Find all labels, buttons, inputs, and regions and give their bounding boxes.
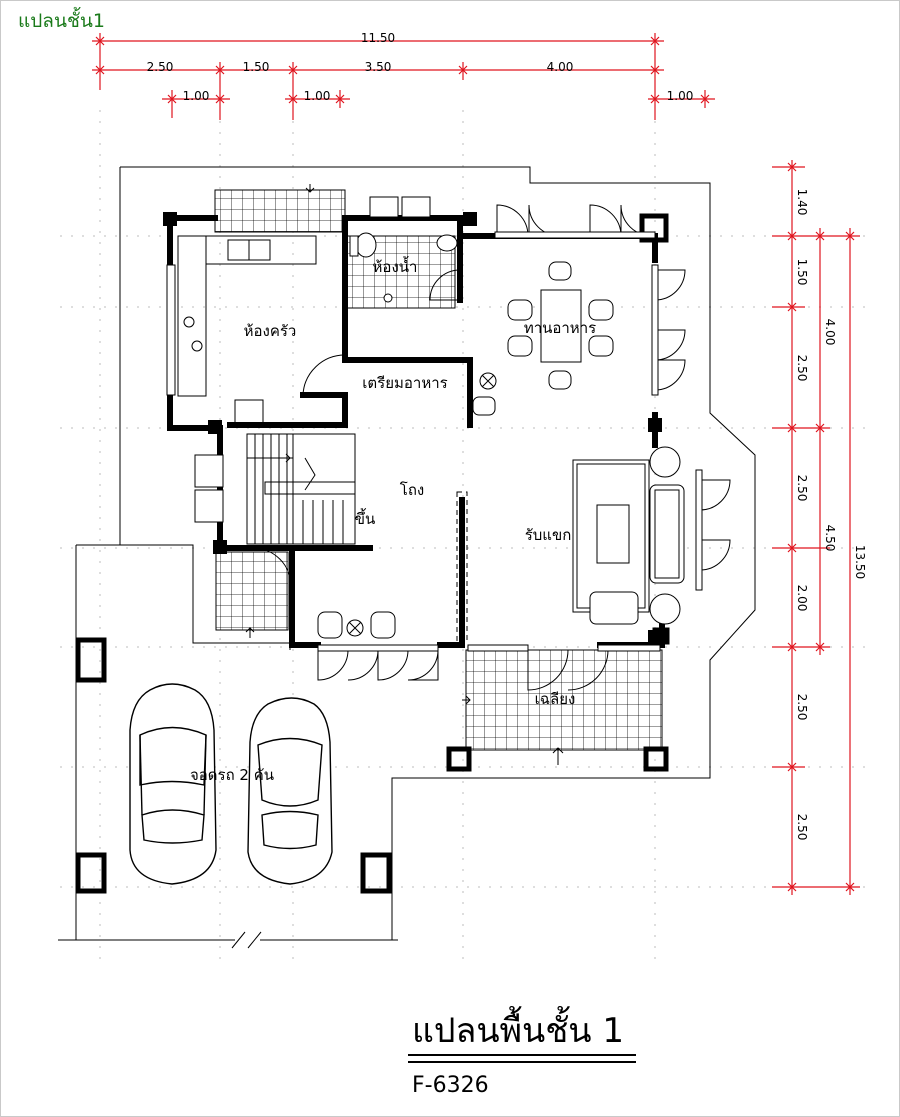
room-living-label: รับแขก <box>525 526 572 544</box>
room-parking-label: จอดรถ 2 คัน <box>190 766 274 784</box>
hall-chairs <box>317 611 396 639</box>
side-tiled-area <box>215 551 289 631</box>
stair-up-label: ขึ้น <box>355 508 376 528</box>
room-bathroom-label: ห้องน้ำ <box>373 256 418 276</box>
dim-right-total: 13.50 <box>853 545 867 579</box>
columns <box>163 212 662 644</box>
dim-right-seg-4: 2.50 <box>795 475 809 502</box>
dining-set <box>507 261 614 390</box>
top-dimension-lines <box>92 33 715 120</box>
room-prep-label: เตรียมอาหาร <box>362 374 447 392</box>
dim-right-seg-1: 1.40 <box>795 189 809 216</box>
room-kitchen-label: ห้องครัว <box>244 322 297 340</box>
dim-right-group-1: 4.00 <box>823 319 837 346</box>
rear-tiled-area <box>214 189 346 233</box>
dim-right-seg-6: 2.50 <box>795 694 809 721</box>
header-label: แปลนชั้น1 <box>18 10 105 32</box>
dim-offset-1: 1.00 <box>183 89 210 103</box>
dim-right-seg-5: 2.00 <box>795 585 809 612</box>
windows <box>166 196 703 652</box>
entry-arrows <box>245 184 564 765</box>
right-dimension-lines <box>772 160 860 895</box>
room-dining-label: ทานอาหาร <box>524 319 596 337</box>
bathroom-fixtures <box>349 232 458 303</box>
outer-columns <box>75 213 670 894</box>
site-outline <box>58 166 756 949</box>
dim-top-seg-3: 3.50 <box>365 60 392 74</box>
staircase <box>246 433 356 545</box>
room-terrace-label: เฉลียง <box>535 690 576 708</box>
dim-right-seg-7: 2.50 <box>795 814 809 841</box>
doors <box>252 204 731 691</box>
car-icon <box>247 697 333 885</box>
dim-top-seg-4: 4.00 <box>547 60 574 74</box>
dim-right-seg-3: 2.50 <box>795 355 809 382</box>
dim-right-group-2: 4.50 <box>823 525 837 552</box>
dim-top-total: 11.50 <box>361 31 395 45</box>
dim-offset-2: 1.00 <box>304 89 331 103</box>
dim-top-seg-1: 2.50 <box>147 60 174 74</box>
dim-right-seg-2: 1.50 <box>795 259 809 286</box>
dim-top-seg-2: 1.50 <box>243 60 270 74</box>
car-icon <box>129 683 217 885</box>
dim-offset-3: 1.00 <box>667 89 694 103</box>
hall-beam <box>456 491 468 643</box>
drawing-code: F-6326 <box>412 1073 489 1098</box>
kitchen-counter <box>177 235 317 426</box>
room-hall-label: โถง <box>400 481 424 499</box>
bathroom-floor <box>344 235 456 309</box>
drawing-title: แปลนพื้นชั้น 1 <box>412 1006 624 1051</box>
lamp-icon <box>472 372 497 416</box>
living-set <box>572 446 685 625</box>
